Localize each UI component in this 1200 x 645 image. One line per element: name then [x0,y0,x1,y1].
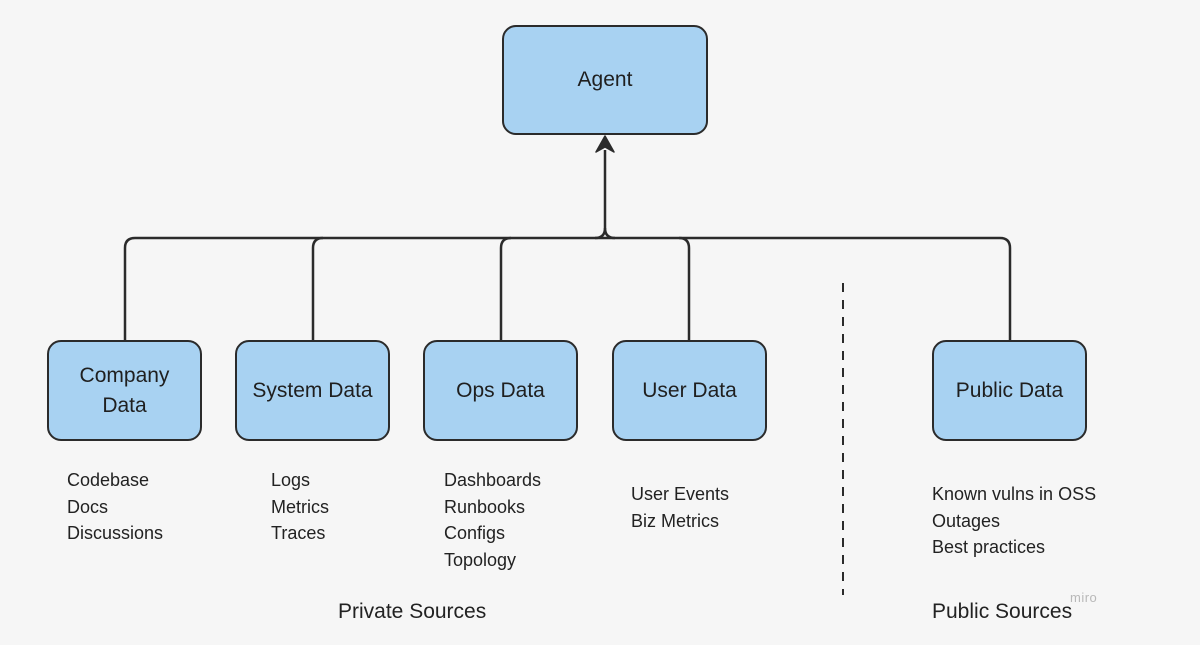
public-data-node[interactable]: Public Data [932,340,1087,441]
connector-user [678,236,691,340]
public-data-label: Public Data [955,378,1064,402]
agent-label: Agent [577,68,633,91]
connector-trunk [594,150,607,240]
ops-data-node[interactable]: Ops Data [423,340,578,441]
public-data-list: Known vulns in OSS Outages Best practice… [932,481,1096,561]
company-data-node[interactable]: Company Data [47,340,202,441]
list-item: Topology [444,549,517,570]
user-data-node[interactable]: User Data [612,340,767,441]
connector-trunk-right [603,227,616,240]
system-data-list: Logs Metrics Traces [271,467,329,547]
system-data-label: System Data [252,378,373,402]
connector-bus [123,236,1012,340]
company-data-list: Codebase Docs Discussions [67,467,163,547]
list-item: Outages [932,510,1001,531]
list-item: Best practices [932,537,1046,557]
public-sources-caption: Public Sources [932,600,1073,623]
list-item: Biz Metrics [631,510,720,531]
ops-data-label: Ops Data [456,378,545,402]
list-item: Codebase [67,470,150,490]
ops-data-list: Dashboards Runbooks Configs Topology [444,467,541,573]
list-item: Traces [271,523,326,543]
list-item: Runbooks [444,496,526,517]
list-item: Discussions [67,523,164,543]
user-data-label: User Data [642,378,737,402]
list-item: Dashboards [444,470,542,490]
connector-system [311,236,324,340]
list-item: Configs [444,523,506,543]
list-item: User Events [631,484,730,504]
connector-ops [499,236,512,340]
company-data-label: Company Data [79,363,170,417]
agent-node[interactable]: Agent [502,25,708,135]
arrow-head-icon [595,135,615,153]
user-data-list: User Events Biz Metrics [631,481,729,534]
miro-watermark: miro [1070,590,1098,605]
list-item: Metrics [271,496,329,517]
system-data-node[interactable]: System Data [235,340,390,441]
list-item: Docs [67,496,109,517]
private-sources-caption: Private Sources [338,600,487,623]
list-item: Known vulns in OSS [932,484,1097,504]
list-item: Logs [271,470,311,490]
